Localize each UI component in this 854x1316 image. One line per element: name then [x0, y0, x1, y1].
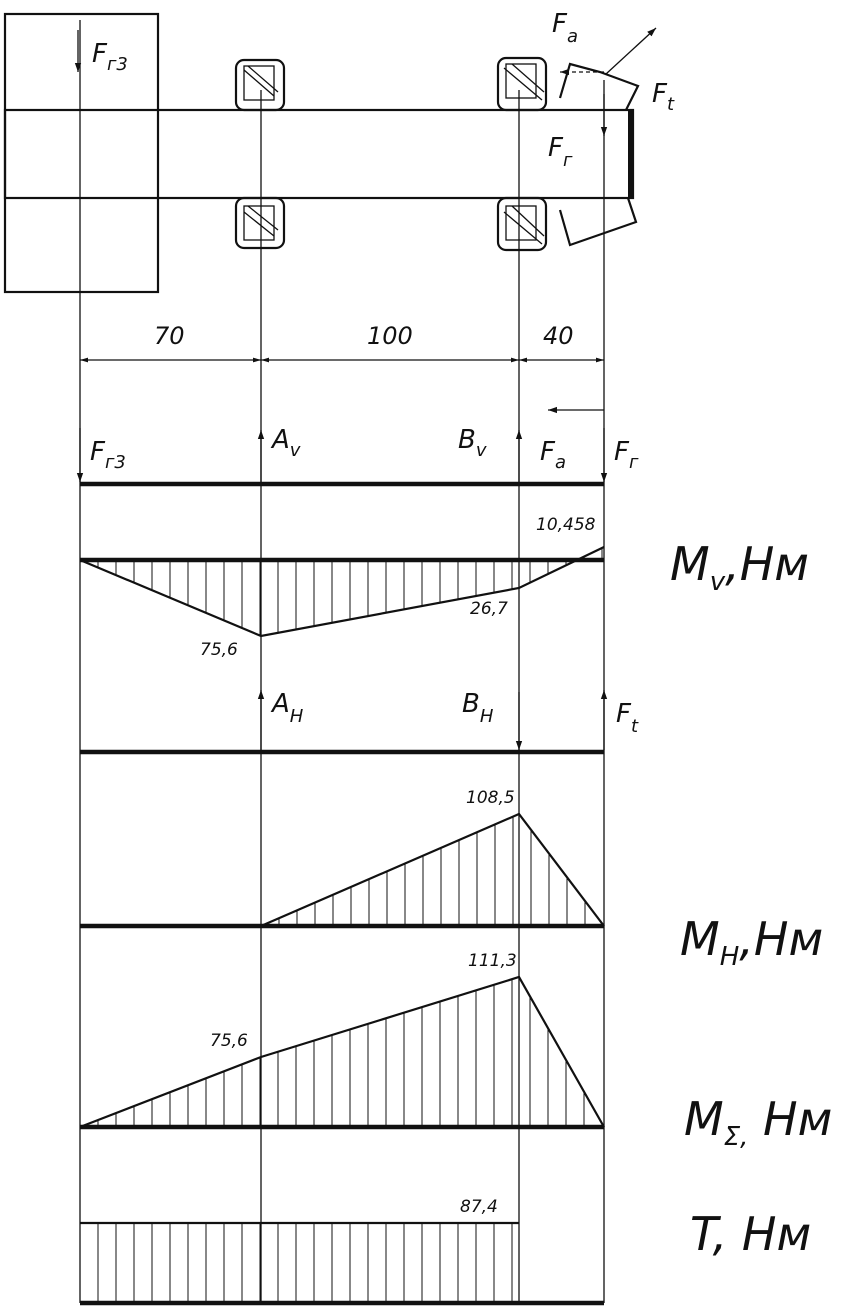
vertical-load-scheme: Fг3 Av Bv Fa Fг [76, 406, 639, 487]
value-msum-a: 75,6 [210, 1031, 248, 1051]
label-ft-horizontal: Ft [616, 699, 639, 737]
title-msum: MΣ, Нм [684, 1092, 832, 1152]
dimensions: 70 100 40 [80, 322, 604, 363]
title-torque: T, Нм [690, 1207, 811, 1261]
value-mh-b: 108,5 [466, 788, 515, 808]
dimension-40: 40 [543, 322, 574, 350]
gear-block [3, 12, 160, 294]
label-bv: Bv [458, 425, 487, 461]
label-bh: BH [462, 689, 494, 727]
value-mv-end: 10,458 [536, 515, 596, 535]
value-mv-b: 26,7 [470, 599, 508, 619]
shaft-body [3, 108, 635, 200]
shaft-forces: Fг3 Fa Ft Fг [74, 9, 675, 171]
label-ah: AH [270, 689, 304, 727]
dimension-100: 100 [367, 322, 413, 350]
title-mh: MH,Нм [680, 912, 823, 972]
label-fr3-shaft: Fг3 [92, 39, 128, 75]
label-av: Av [270, 425, 301, 461]
left-bearing-bottom [234, 196, 286, 250]
dimension-70: 70 [154, 322, 185, 350]
label-ft-shaft: Ft [652, 79, 675, 115]
msum-curve [79, 975, 605, 1129]
left-bearing-top [234, 58, 286, 112]
moment-diagram-mh: 108,5 MH,Нм [80, 788, 823, 972]
force-fa-arrow [605, 27, 657, 75]
right-bearing-bottom [496, 196, 548, 252]
title-mv: Mv,Нм [670, 537, 809, 597]
label-fr-vertical: Fг [614, 437, 639, 473]
shaft-end [628, 110, 633, 198]
moment-diagram-mv: 75,6 26,7 10,458 Mv,Нм [79, 515, 809, 660]
shaft-assembly [3, 12, 640, 294]
value-msum-b: 111,3 [468, 951, 517, 971]
label-fr3-vertical: Fг3 [90, 437, 126, 473]
torque-diagram: 87,4 T, Нм [80, 1197, 811, 1306]
label-fa-shaft: Fa [552, 9, 578, 47]
horizontal-load-scheme: AH BH Ft [80, 689, 639, 755]
value-torque: 87,4 [460, 1197, 498, 1217]
value-mv-a: 75,6 [200, 640, 238, 660]
mv-curve [79, 546, 605, 638]
label-fa-vertical: Fa [540, 437, 566, 473]
mh-curve [260, 812, 605, 928]
moment-diagram-msum: 75,6 111,3 MΣ, Нм [79, 951, 832, 1152]
right-bearing-top [496, 56, 548, 112]
label-fr-shaft: Fг [548, 133, 573, 171]
